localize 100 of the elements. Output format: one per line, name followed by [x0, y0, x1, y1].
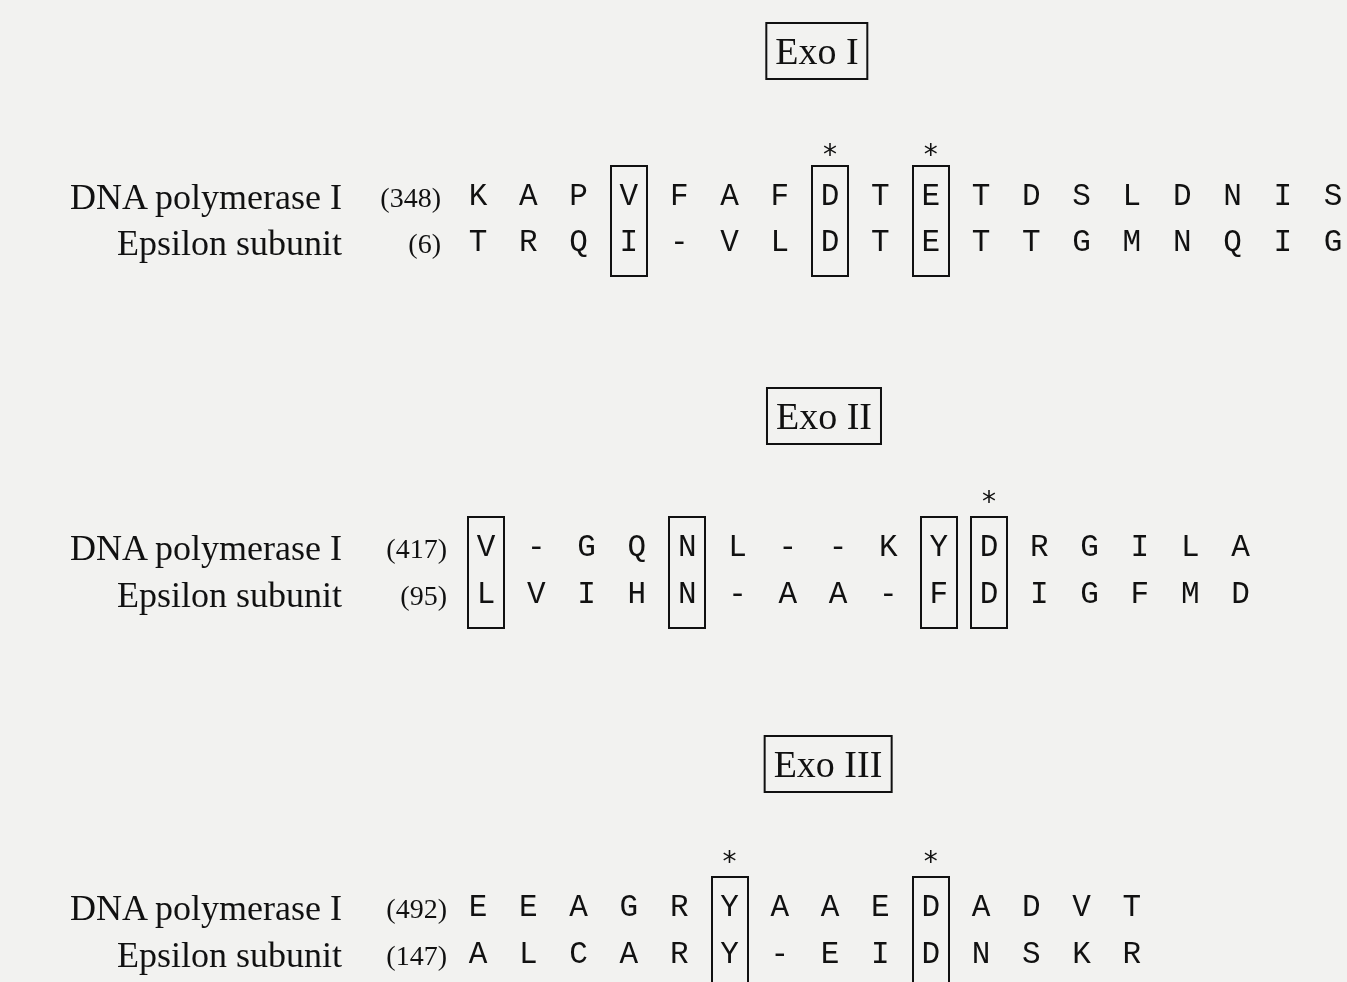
residue: I [871, 937, 890, 973]
residue-position: (417) [386, 532, 447, 566]
residue: G [577, 530, 596, 566]
motif-title-box: Exo III [763, 735, 893, 793]
residue: D [921, 890, 940, 926]
residue: I [619, 225, 639, 261]
residue: E [519, 890, 538, 926]
residue: A [569, 890, 588, 926]
residue: E [820, 937, 840, 973]
sequence-name: DNA polymerase I [70, 888, 342, 928]
residue: R [1030, 530, 1049, 566]
residue: L [476, 577, 496, 613]
motif-title-box: Exo I [765, 22, 869, 80]
residue: - [770, 937, 790, 973]
residue: T [1022, 225, 1041, 261]
asterisk-mark: * [823, 143, 838, 167]
residue: N [971, 937, 991, 973]
residue: K [879, 530, 898, 566]
residue: V [1072, 890, 1091, 926]
residue: M [1180, 577, 1200, 613]
residue: N [1223, 179, 1242, 215]
residue: N [677, 577, 697, 613]
residue-position: (492) [386, 892, 447, 926]
residue: I [577, 577, 596, 613]
conserved-residue-box [911, 165, 950, 277]
residue: R [669, 937, 689, 973]
sequence-name: DNA polymerase I [70, 177, 342, 217]
residue: V [619, 179, 639, 215]
residue: V [476, 530, 496, 566]
residue: G [1080, 577, 1099, 613]
residue: M [1122, 225, 1142, 261]
residue: V [527, 577, 546, 613]
sequence-name: Epsilon subunit [116, 935, 342, 975]
asterisk-mark: * [982, 490, 996, 514]
residue: Y [929, 530, 948, 566]
residue: D [1231, 577, 1250, 613]
residue: K [1072, 937, 1091, 973]
sequence-name: Epsilon subunit [116, 223, 342, 263]
residue: F [770, 179, 790, 215]
residue: A [619, 937, 639, 973]
residue: D [1172, 179, 1192, 215]
residue: D [1022, 179, 1041, 215]
conserved-residue-box [970, 516, 1008, 629]
residue: R [669, 890, 689, 926]
conserved-residue-box [467, 516, 505, 629]
residue: N [1172, 225, 1192, 261]
residue: A [468, 937, 488, 973]
residue: P [569, 179, 588, 215]
residue: G [619, 890, 639, 926]
residue: - [728, 577, 747, 613]
residue: S [1072, 179, 1091, 215]
residue: H [627, 577, 647, 613]
residue: R [519, 225, 538, 261]
residue: E [871, 890, 890, 926]
residue: D [820, 179, 840, 215]
residue: - [828, 530, 848, 566]
residue: A [820, 890, 840, 926]
residue: T [871, 179, 890, 215]
residue: K [468, 179, 488, 215]
residue: Q [569, 225, 588, 261]
conserved-residue-box [710, 876, 749, 982]
residue: A [971, 890, 991, 926]
residue: - [778, 530, 798, 566]
residue: A [720, 179, 739, 215]
residue: T [971, 179, 991, 215]
residue: G [1072, 225, 1091, 261]
residue: L [1180, 530, 1200, 566]
residue: A [519, 179, 538, 215]
sequence-name: Epsilon subunit [116, 575, 342, 615]
sequence-name: DNA polymerase I [70, 528, 342, 568]
residue: S [1022, 937, 1041, 973]
residue: T [468, 225, 488, 261]
residue: G [1080, 530, 1099, 566]
residue: Q [1223, 225, 1242, 261]
residue: E [921, 225, 940, 261]
residue: A [770, 890, 790, 926]
residue: L [770, 225, 790, 261]
residue: F [669, 179, 689, 215]
residue: I [1273, 179, 1293, 215]
conserved-residue-box [668, 516, 707, 629]
residue: F [929, 577, 948, 613]
residue: Y [720, 937, 739, 973]
residue: D [1022, 890, 1041, 926]
conserved-residue-box [609, 165, 648, 277]
residue-position: (95) [400, 579, 447, 613]
residue: L [519, 937, 538, 973]
residue: T [871, 225, 890, 261]
residue: D [979, 577, 999, 613]
residue: G [1323, 225, 1343, 261]
residue: - [669, 225, 689, 261]
conserved-residue-box [811, 165, 850, 277]
residue: V [720, 225, 739, 261]
motif-title-box: Exo II [766, 387, 882, 445]
residue: C [569, 937, 588, 973]
asterisk-mark: * [923, 850, 938, 874]
residue: A [1231, 530, 1250, 566]
residue: F [1130, 577, 1150, 613]
residue-position: (348) [380, 181, 441, 215]
conserved-residue-box [919, 516, 958, 629]
residue: Y [720, 890, 739, 926]
